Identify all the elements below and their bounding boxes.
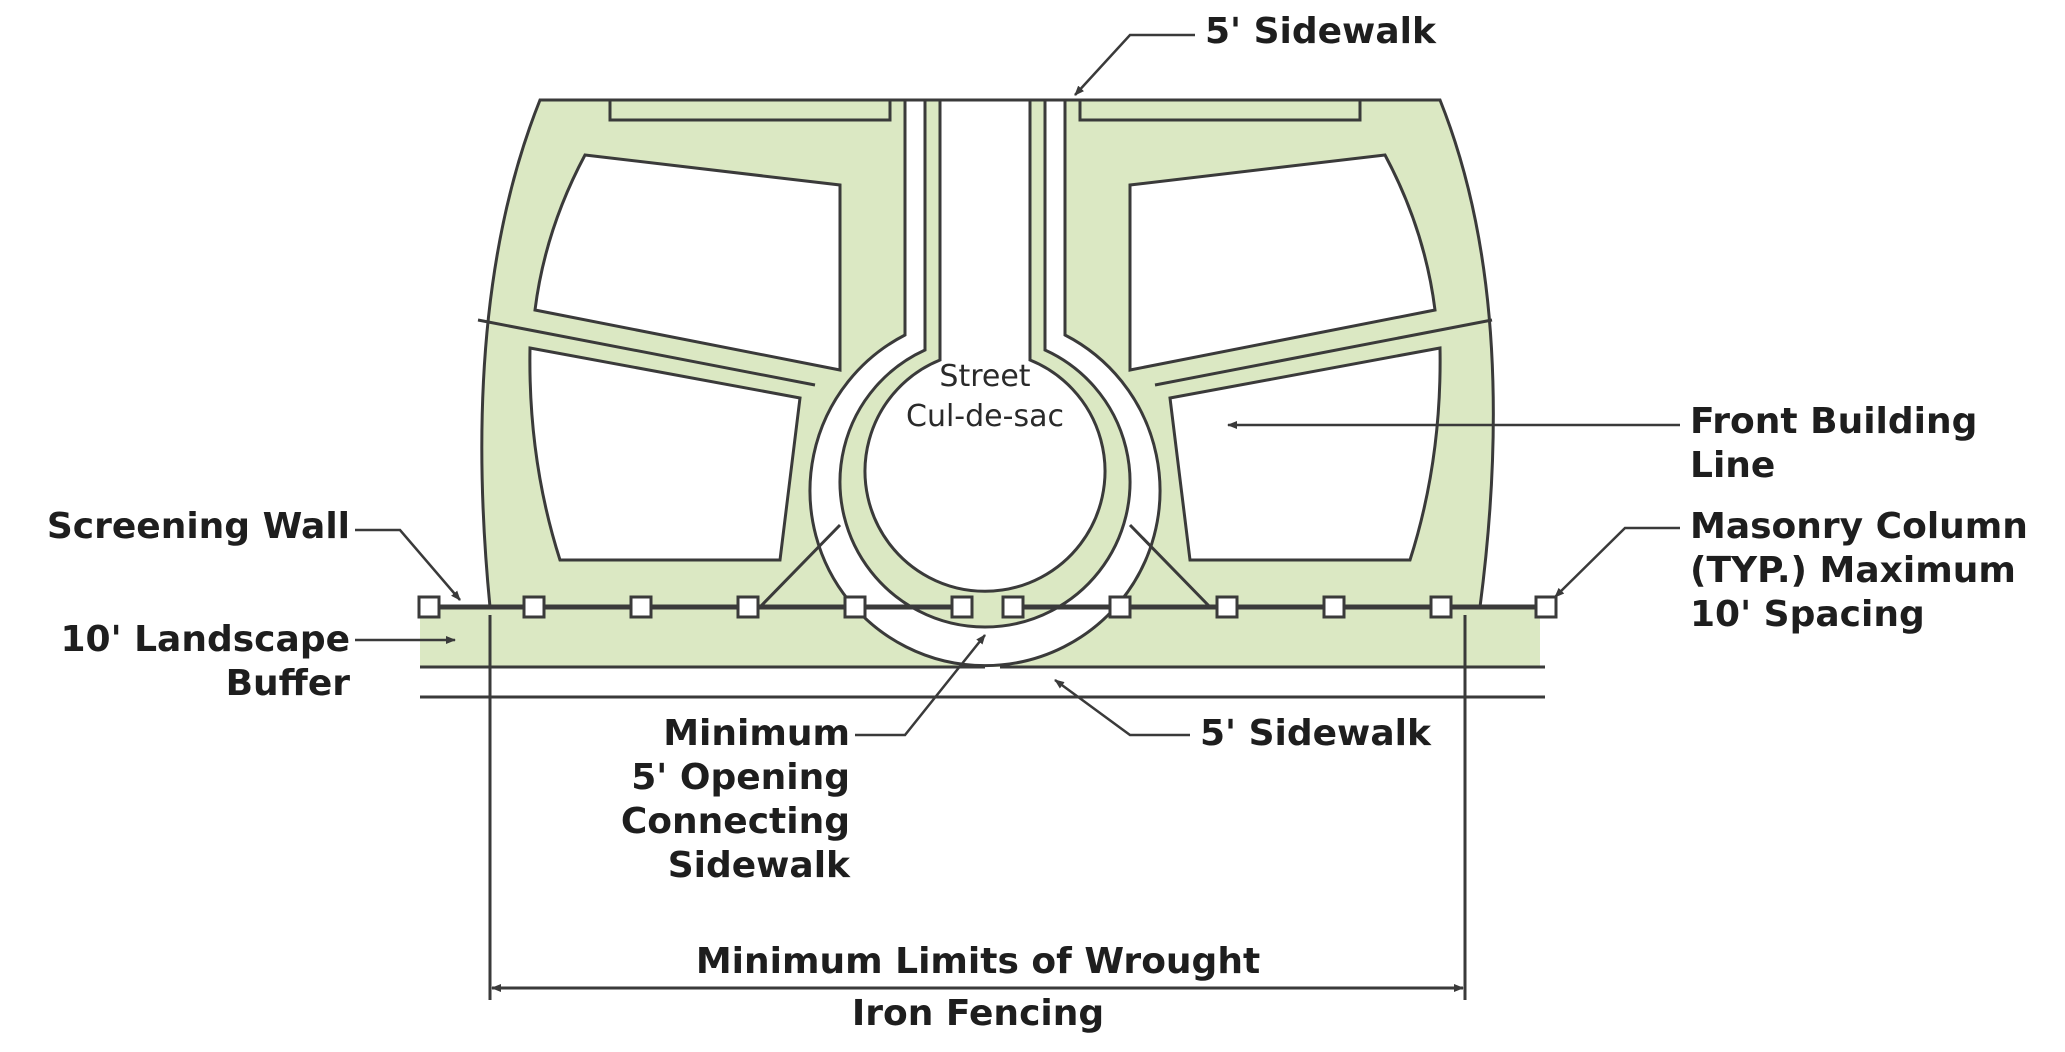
lot-pad-right-bottom xyxy=(1168,346,1442,562)
lot-pad-left-top xyxy=(533,153,842,372)
label-minimum-opening: Minimum 5' Opening Connecting Sidewalk xyxy=(620,713,850,886)
label-screening-wall: Screening Wall xyxy=(46,506,350,547)
label-landscape-buffer: 10' Landscape Buffer xyxy=(60,619,350,704)
label-sidewalk-top: 5' Sidewalk xyxy=(1205,11,1436,52)
lot-pad-left-bottom xyxy=(528,346,802,562)
label-wrought-iron-fencing: Minimum Limits of Wrought Iron Fencing xyxy=(695,941,1261,1034)
leader-masonry xyxy=(1554,526,1680,598)
leader-opening xyxy=(855,634,986,737)
culdesac-street xyxy=(863,98,1107,593)
masonry-columns xyxy=(417,595,1558,619)
label-sidewalk-bottom: 5' Sidewalk xyxy=(1200,713,1431,754)
leader-sidewalk-bottom xyxy=(1054,678,1190,737)
leader-screening-wall xyxy=(355,528,461,601)
leader-sidewalk-top xyxy=(1074,33,1195,96)
label-street-culdesac: Street Cul-de-sac xyxy=(906,359,1064,434)
label-masonry-column: Masonry Column (TYP.) Maximum 10' Spacin… xyxy=(1690,506,2028,635)
lot-pad-right-top xyxy=(1128,153,1437,372)
label-front-building-line: Front Building Line xyxy=(1690,401,1978,486)
